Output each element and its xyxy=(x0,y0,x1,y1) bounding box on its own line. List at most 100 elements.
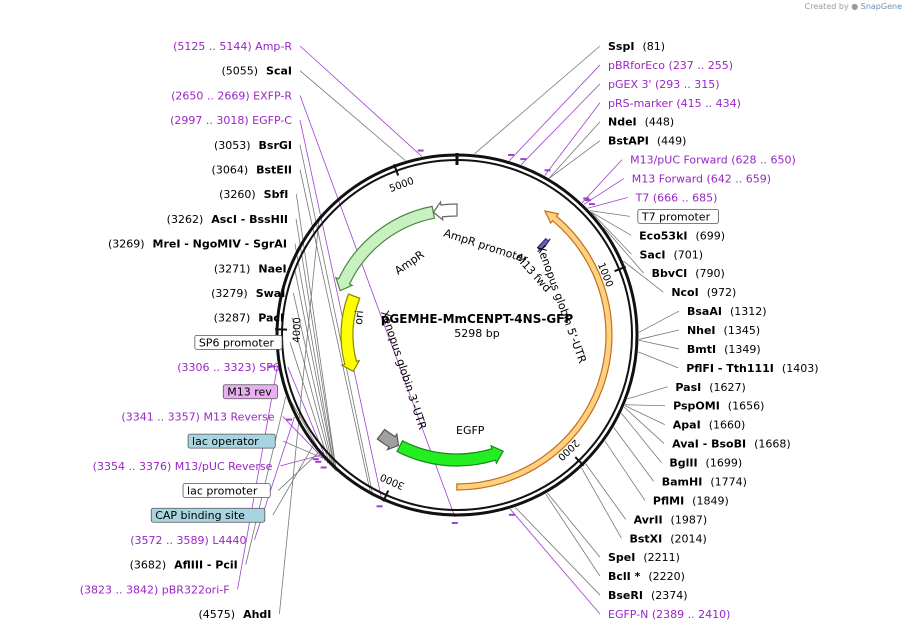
enzyme-label: Eco53kI(699) xyxy=(639,229,725,242)
enzyme-name: NdeI xyxy=(608,116,637,129)
leader-line xyxy=(587,197,628,209)
enzyme-position: (1349) xyxy=(724,343,761,356)
enzyme-position: (1627) xyxy=(709,381,746,394)
primer-label: M13/pUC Forward (628 .. 650) xyxy=(630,154,796,167)
enzyme-name: AhdI xyxy=(243,608,271,621)
primer-label: T7 (666 .. 685) xyxy=(635,191,718,204)
primer-label: EGFP-N (2389 .. 2410) xyxy=(608,608,730,621)
enzyme-name: NaeI xyxy=(258,262,286,275)
tick-mark xyxy=(574,456,585,467)
enzyme-position: (81) xyxy=(642,40,665,53)
enzyme-name: BsaAI xyxy=(687,305,722,318)
leader-line xyxy=(289,342,331,466)
enzyme-label: BglII(1699) xyxy=(669,457,742,470)
enzyme-label: (3260)SbfI xyxy=(219,188,288,201)
feature-tag-box xyxy=(194,334,283,350)
feature-tag-label: CAP binding site xyxy=(155,509,245,522)
leader-line xyxy=(549,140,601,179)
primer-label: (3572 .. 3589) L4440 xyxy=(130,534,246,547)
enzyme-label: SacI (701) xyxy=(639,248,703,261)
enzyme-position: (4575) xyxy=(198,608,235,621)
feature-xenopus-globin-3-utr xyxy=(376,428,400,451)
leader-line xyxy=(603,226,644,274)
leader-line xyxy=(581,467,622,539)
leader-line xyxy=(627,386,668,400)
leader-line xyxy=(638,329,680,340)
leader-line xyxy=(474,45,601,155)
enzyme-label: (3269)MreI - NgoMIV - SgrAI xyxy=(108,238,287,251)
leader-line xyxy=(623,406,665,444)
feature-m13-fwd xyxy=(536,237,551,253)
feature-tag-label: SP6 promoter xyxy=(199,336,275,349)
leader-line xyxy=(547,492,601,558)
enzyme-name: BsrGI xyxy=(259,139,292,152)
enzyme-position: (699) xyxy=(695,229,725,242)
leader-line xyxy=(545,493,601,577)
feature-tag-label: lac operator xyxy=(192,435,259,448)
enzyme-position: (3064) xyxy=(212,163,249,176)
ampr-label: AmpR xyxy=(392,248,427,278)
feature-egfp xyxy=(396,439,505,467)
leader-line xyxy=(299,95,456,518)
primer-label: pBRforEco (237 .. 255) xyxy=(608,59,733,72)
enzyme-name: BstEII xyxy=(256,163,292,176)
leader-line xyxy=(299,120,383,501)
xg3-label: Xenopus globin 3'-UTR xyxy=(378,309,429,432)
enzyme-name: SacI xyxy=(639,248,665,261)
leader-line xyxy=(604,440,646,501)
leader-line xyxy=(613,427,655,482)
primer-label: (3306 .. 3323) SP6 xyxy=(177,361,280,374)
enzyme-label: PflFI - Tth111I(1403) xyxy=(686,362,818,375)
enzyme-position: (5055) xyxy=(221,65,258,78)
leader-line xyxy=(544,102,601,176)
leader-line xyxy=(638,351,679,369)
primer-label: (5125 .. 5144) Amp-R xyxy=(173,40,292,53)
features xyxy=(334,200,613,491)
primer-label: (2997 .. 3018) EGFP-C xyxy=(170,114,292,127)
leader-line xyxy=(237,365,278,590)
leader-line xyxy=(295,218,337,472)
leader-line xyxy=(509,508,601,615)
leader-line xyxy=(581,159,623,204)
ori-label: ori xyxy=(352,310,366,325)
enzyme-name: PflMI xyxy=(653,494,684,507)
enzyme-label: (3064) BstEII xyxy=(212,163,292,176)
snapgene-credit: Created by ● SnapGene xyxy=(805,2,902,11)
feature-ori xyxy=(340,293,361,373)
leader-line xyxy=(585,463,626,520)
xg5-label: Xenopus globin 5'-UTR xyxy=(534,244,589,366)
enzyme-position: (1987) xyxy=(671,513,708,526)
enzyme-label: (3271)NaeI xyxy=(214,262,287,275)
leader-line xyxy=(299,45,423,157)
enzyme-position: (1656) xyxy=(728,400,765,413)
enzyme-position: (1403) xyxy=(782,362,819,375)
leader-line xyxy=(291,317,333,468)
enzyme-position: (2014) xyxy=(670,532,707,545)
enzyme-name: ScaI xyxy=(266,65,292,78)
enzyme-position: (1312) xyxy=(730,305,767,318)
feature-tag-box xyxy=(187,433,276,449)
enzyme-name: AflIII - PciI xyxy=(174,559,238,572)
enzyme-position: (2211) xyxy=(643,551,680,564)
enzyme-label: BbvCI(790) xyxy=(652,267,725,280)
leader-line xyxy=(638,339,680,350)
enzyme-position: (701) xyxy=(673,248,703,261)
enzyme-label: PspOMI(1656) xyxy=(673,400,764,413)
tick-mark xyxy=(393,163,400,176)
tick-mark xyxy=(614,265,627,273)
enzyme-position: (2220) xyxy=(648,570,685,583)
leader-line xyxy=(625,404,666,407)
enzyme-label: PasI(1627) xyxy=(675,381,745,394)
credit-brand: SnapGene xyxy=(860,2,902,11)
enzyme-label: (3279)SwaI xyxy=(211,287,285,300)
snapgene-logo-icon: ● xyxy=(851,2,859,11)
feature-tag-label: T7 promoter xyxy=(641,210,711,223)
enzyme-label: (3287)PacI xyxy=(214,312,284,325)
feature-tag-box xyxy=(150,507,266,523)
plasmid-name: pGEMHE-MmCENPT-4NS-GFP xyxy=(381,312,574,326)
enzyme-label: BstAPI(449) xyxy=(608,135,686,148)
enzyme-position: (3053) xyxy=(214,139,251,152)
enzyme-position: (2374) xyxy=(651,589,688,602)
enzyme-label: (3682)AflIII - PciI xyxy=(130,559,238,572)
leader-line xyxy=(292,292,334,469)
